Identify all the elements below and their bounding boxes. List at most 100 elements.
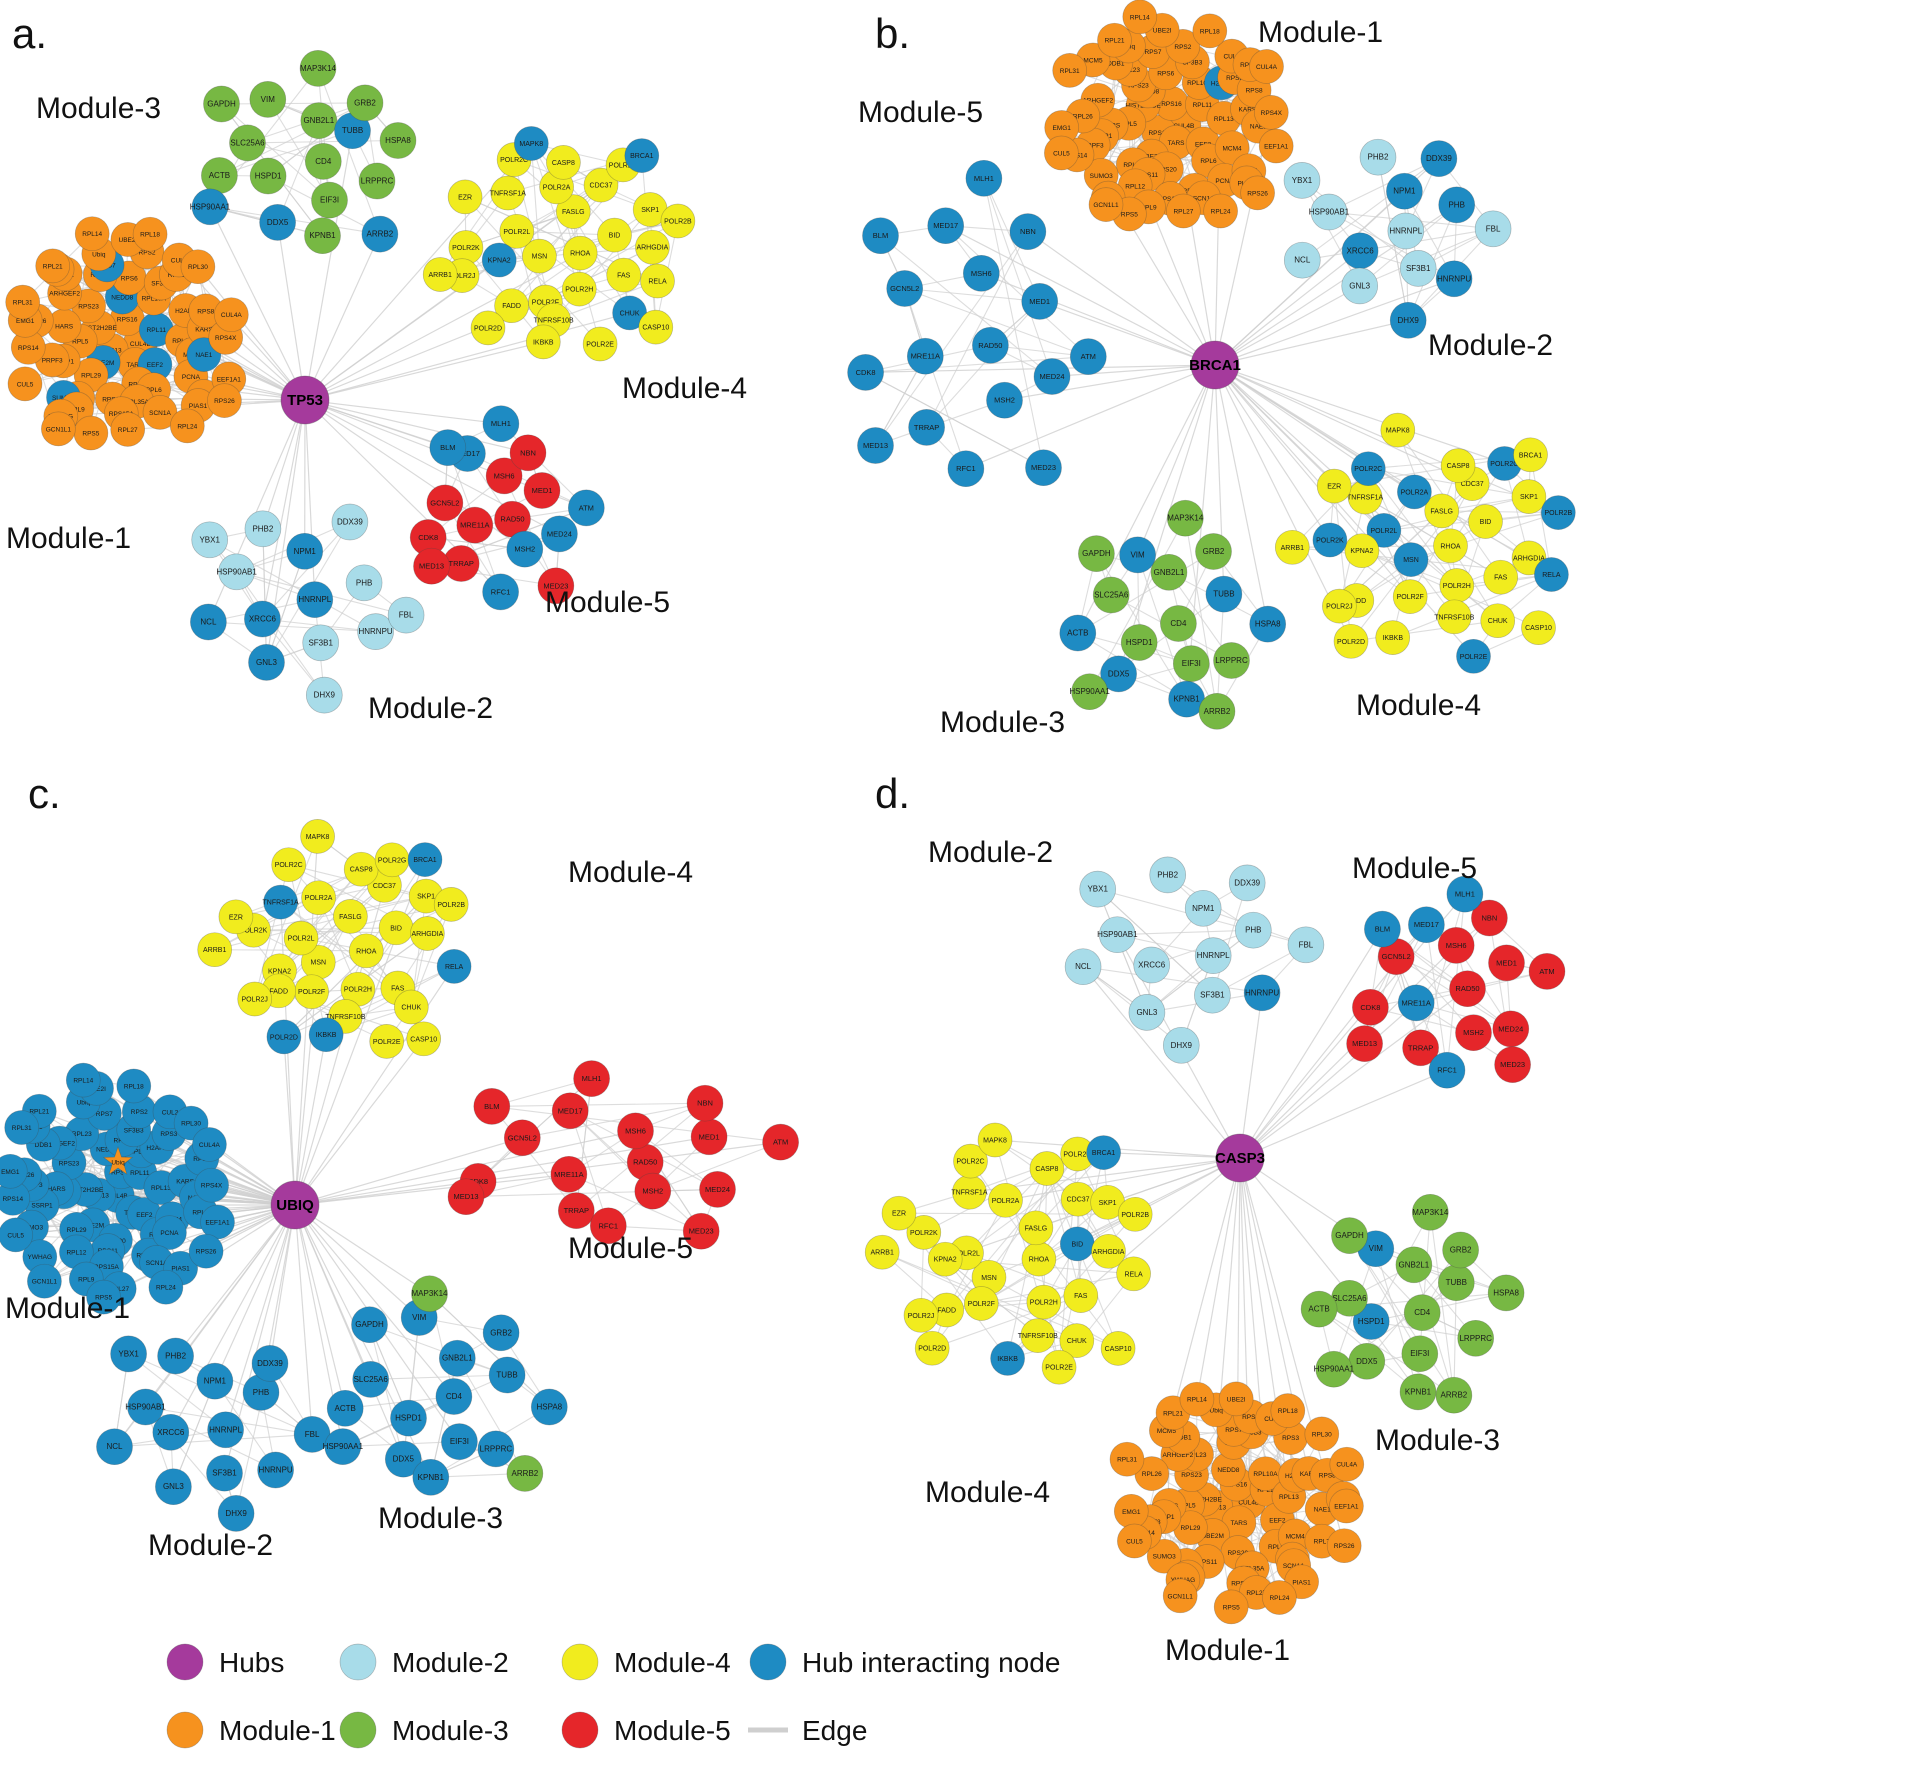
node-label-lrpprc: LRPPRC (1459, 1334, 1492, 1343)
node-label-hsp90aa1: HSP90AA1 (1069, 687, 1110, 696)
node-label-tnfrsf1a: TNFRSF1A (1347, 495, 1384, 502)
node-label-cdk8: CDK8 (418, 533, 438, 542)
hub-edge (294, 1204, 430, 1295)
node-label-pcna: PCNA (160, 1230, 179, 1237)
node-label-casp10: CASP10 (1525, 625, 1552, 632)
node-label-kpna2: KPNA2 (488, 258, 511, 265)
node-label-ncl: NCL (1294, 256, 1311, 265)
node-label-emg1: EMG1 (16, 318, 35, 325)
edge (1184, 518, 1218, 712)
node-label-eef2: EEF2 (1269, 1517, 1286, 1524)
edge (513, 159, 651, 211)
node-label-rps7: RPS7 (1145, 49, 1162, 56)
edge (265, 551, 306, 663)
node-npm1 (286, 532, 324, 570)
node-label-pias1: PIAS1 (1292, 1579, 1311, 1586)
node-label-cdc37: CDC37 (590, 183, 613, 190)
hub-edge (294, 1173, 569, 1206)
node-label-emg1: EMG1 (1122, 1509, 1141, 1516)
node-rpl18 (1270, 1393, 1306, 1428)
node-label-polr2d: POLR2D (1337, 639, 1365, 646)
hub-edge (209, 206, 306, 401)
node-label-phb2: PHB2 (252, 524, 273, 533)
node-gcn5l2 (886, 270, 924, 307)
node-polr2e (369, 1024, 405, 1059)
node-pcna (152, 1215, 187, 1250)
node-label-nae1: NAE1 (1250, 124, 1267, 131)
node-polr2c (271, 847, 307, 883)
node-label-polr2c: POLR2C (1354, 466, 1382, 473)
node-label-rpl13: RPL13 (1214, 116, 1234, 123)
node-label-rpl21: RPL21 (1163, 1410, 1183, 1417)
node-label-polr2d: POLR2D (474, 325, 502, 332)
node-label-eif3i: EIF3I (320, 196, 339, 205)
node-rela (436, 949, 472, 984)
node-label-gcn5l2: GCN5L2 (890, 284, 919, 293)
node-label-mre11a: MRE11A (911, 352, 940, 361)
node-label-fbl: FBL (1299, 940, 1314, 949)
legend-label-module-5: Module-5 (614, 1715, 731, 1746)
node-label-rpl29: RPL29 (81, 372, 101, 379)
node-label-rps16: RPS16 (1161, 101, 1182, 108)
node-label-cul4a: CUL4A (199, 1142, 221, 1149)
node-label-gapdh: GAPDH (207, 100, 236, 109)
hub-edge (1214, 278, 1455, 366)
node-rhoa (348, 933, 384, 969)
node-label-rps15a: RPS15A (94, 1264, 120, 1271)
node-cdk8 (1352, 988, 1389, 1026)
node-rps4x (1253, 95, 1289, 130)
node-label-pcna: PCNA (182, 374, 201, 381)
node-label-mcm4: MCM4 (1223, 145, 1243, 152)
hub-edge (294, 1038, 425, 1206)
node-label-hnrnpu: HNRNPU (1245, 988, 1279, 997)
node-label-tnfrsf10b: TNFRSF10B (325, 1014, 365, 1021)
node-rpl24 (1262, 1580, 1297, 1615)
node-label-brca1: BRCA1 (630, 153, 653, 160)
node-label-tubb: TUBB (1213, 590, 1234, 599)
edge (1360, 228, 1494, 252)
node-label-pcna: PCNA (1215, 178, 1234, 185)
node-rpl14 (65, 1062, 101, 1098)
node-label-hspa8: HSPA8 (385, 136, 411, 145)
node-label-rpl18: RPL18 (124, 1084, 144, 1091)
node-label-bid: BID (390, 925, 402, 932)
node-nbn (509, 434, 547, 472)
node-rpl31 (1052, 53, 1088, 88)
node-hspa8 (379, 122, 417, 159)
node-med23 (682, 1212, 720, 1250)
module-label-d-module-5: Module-5 (1352, 852, 1477, 885)
node-label-blm: BLM (1375, 925, 1390, 934)
node-label-msn: MSN (311, 960, 327, 967)
node-label-hspa8: HSPA8 (536, 1403, 562, 1412)
node-label-rps5: RPS5 (1121, 212, 1138, 219)
node-rpl18 (116, 1068, 152, 1104)
node-label-npm1: NPM1 (1192, 904, 1215, 913)
node-label-polr2l: POLR2L (288, 936, 315, 943)
edge (247, 139, 399, 144)
node-label-gcn5l2: GCN5L2 (430, 498, 459, 507)
panel-b-nodes: CUL4BRPS13RPS16TARSHIST2H2BERPL11UBE2MNE… (847, 0, 1576, 730)
node-label-polr2c: POLR2C (275, 862, 303, 869)
node-label-mre11a: MRE11A (554, 1170, 583, 1179)
node-label-med23: MED23 (1500, 1060, 1525, 1069)
edge (981, 1213, 1136, 1304)
edge (983, 178, 1053, 377)
edge (365, 859, 426, 952)
node-arrb2 (1435, 1376, 1473, 1414)
node-polr2e (582, 326, 618, 362)
node-label-tnfrsf10b: TNFRSF10B (1434, 614, 1474, 621)
node-label-mcm5: MCM5 (1083, 58, 1103, 65)
node-label-ube2i: UBE2I (1227, 1396, 1246, 1403)
node-rfc1 (947, 450, 985, 488)
node-label-cul4b: CUL4B (130, 341, 151, 348)
node-label-rps2: RPS2 (1174, 44, 1191, 51)
node-label-polr2h: POLR2H (1030, 1300, 1058, 1307)
node-label-slc25a6: SLC25A6 (1332, 1294, 1367, 1303)
node-label-polr2b: POLR2B (1121, 1212, 1149, 1219)
node-map3k14 (1166, 499, 1204, 537)
node-label-polr2a: POLR2A (305, 895, 333, 902)
node-label-hspa8: HSPA8 (1255, 620, 1281, 629)
hub-edge (1196, 1157, 1241, 1400)
node-ezr (881, 1195, 917, 1231)
node-polr2f (1392, 579, 1428, 614)
